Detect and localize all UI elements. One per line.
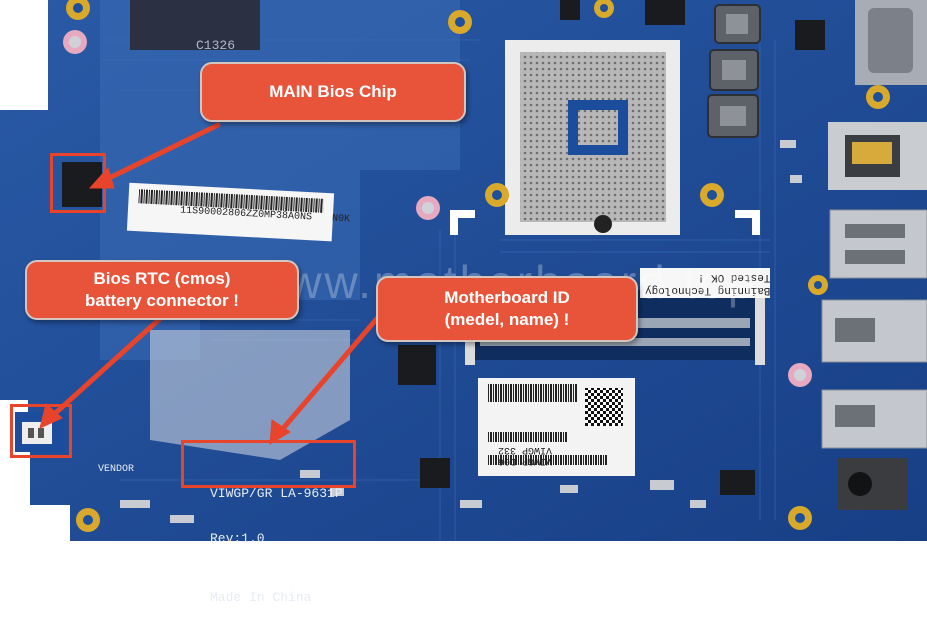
board-id-highlight bbox=[181, 440, 356, 488]
board-model-line1: VIWGP/GR LA-9631P bbox=[210, 486, 343, 501]
callout-board-id: Motherboard ID (medel, name) ! bbox=[376, 276, 638, 342]
label-right-line2: VIWGP 332 bbox=[498, 444, 553, 455]
bios-chip-highlight bbox=[50, 153, 106, 213]
callout-board-id-line1: Motherboard ID bbox=[444, 288, 570, 307]
board-model-line3: Made In China bbox=[210, 590, 312, 605]
callout-rtc-battery: Bios RTC (cmos) battery connector ! bbox=[25, 260, 299, 320]
label-right: VIWGP D06 VIWGP 332 bbox=[498, 444, 552, 466]
arrow-to-rtc bbox=[47, 302, 178, 421]
callout-rtc-line1: Bios RTC (cmos) bbox=[93, 269, 231, 288]
chip-marking: C1326 bbox=[196, 38, 236, 53]
arrow-to-board-id bbox=[277, 312, 383, 435]
label-right-line1: VIWGP D06 bbox=[498, 455, 553, 466]
callout-bios-chip: MAIN Bios Chip bbox=[200, 62, 466, 122]
arrow-to-bios-chip bbox=[102, 122, 221, 183]
callout-rtc-line2: battery connector ! bbox=[85, 291, 239, 310]
vendor-label: VENDOR bbox=[98, 464, 135, 475]
rtc-connector-highlight bbox=[10, 404, 72, 458]
callout-board-id-line2: (medel, name) ! bbox=[444, 310, 570, 329]
callout-bios-chip-text: MAIN Bios Chip bbox=[269, 82, 397, 101]
board-model-line2: Rev:1.0 bbox=[210, 531, 265, 546]
barcode-suffix-text: N0K bbox=[331, 213, 351, 226]
